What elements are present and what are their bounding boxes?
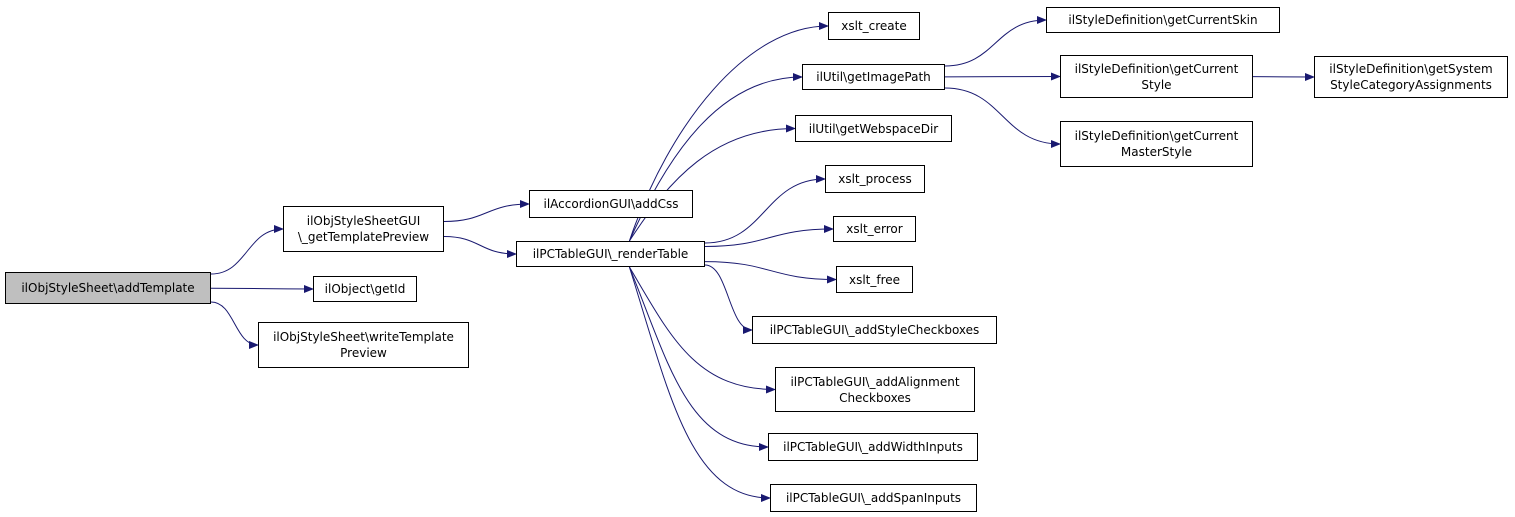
node-write-template-preview[interactable]: ilObjStyleSheet\writeTemplate Preview [258, 322, 469, 368]
edge-add-template-to-write-template-preview [210, 301, 259, 349]
node-xslt-process[interactable]: xslt_process [825, 165, 925, 193]
edge-add-template-to-get-id [210, 284, 314, 293]
edge-get-template-preview-to-add-css [443, 200, 530, 222]
node-label: ilStyleDefinition\getSystem StyleCategor… [1329, 62, 1493, 92]
node-get-current-master-style[interactable]: ilStyleDefinition\getCurrent MasterStyle [1060, 121, 1253, 167]
node-label: ilAccordionGUI\addCss [543, 197, 679, 211]
node-render-table[interactable]: ilPCTableGUI\_renderTable [516, 241, 705, 267]
edge-render-table-to-xslt-error [704, 225, 834, 247]
edge-render-table-to-add-style-checkboxes [704, 264, 753, 334]
node-get-image-path[interactable]: ilUtil\getImagePath [802, 64, 945, 90]
node-label: ilPCTableGUI\_addSpanInputs [785, 491, 962, 505]
edge-render-table-to-add-span-inputs [628, 266, 771, 502]
edge-get-image-path-to-get-current-master-style [944, 87, 1061, 148]
node-get-system-style-category-assignments[interactable]: ilStyleDefinition\getSystem StyleCategor… [1314, 56, 1508, 98]
node-label: ilUtil\getImagePath [816, 70, 931, 84]
node-label: ilPCTableGUI\_addAlignment Checkboxes [790, 374, 960, 405]
node-label: ilStyleDefinition\getCurrent MasterStyle [1074, 129, 1239, 159]
node-label: xslt_create [841, 19, 907, 33]
node-xslt-error[interactable]: xslt_error [833, 216, 916, 242]
edge-render-table-to-xslt-process [704, 175, 826, 244]
node-add-alignment-checkboxes[interactable]: ilPCTableGUI\_addAlignment Checkboxes [775, 367, 975, 412]
edge-render-table-to-add-alignment-checkboxes [628, 266, 776, 394]
node-get-current-style[interactable]: ilStyleDefinition\getCurrent Style [1060, 55, 1253, 98]
node-label: ilStyleDefinition\getCurrent Style [1074, 61, 1239, 92]
node-add-span-inputs[interactable]: ilPCTableGUI\_addSpanInputs [770, 484, 977, 512]
node-label: ilStyleDefinition\getCurrentSkin [1068, 13, 1258, 27]
node-label: ilObjStyleSheet\addTemplate [21, 281, 195, 295]
node-label: xslt_error [846, 222, 903, 236]
edge-get-template-preview-to-render-table [443, 236, 517, 258]
node-label: xslt_free [848, 272, 901, 287]
edge-render-table-to-get-webspace-dir [628, 124, 796, 242]
node-get-id[interactable]: ilObject\getId [313, 276, 417, 302]
node-label: ilPCTableGUI\_addStyleCheckboxes [769, 323, 980, 337]
node-xslt-create[interactable]: xslt_create [828, 12, 920, 40]
node-add-css[interactable]: ilAccordionGUI\addCss [529, 190, 693, 218]
node-add-template: ilObjStyleSheet\addTemplate [5, 272, 211, 304]
node-get-current-skin[interactable]: ilStyleDefinition\getCurrentSkin [1046, 7, 1280, 33]
edge-add-template-to-get-template-preview [210, 225, 284, 275]
node-get-template-preview[interactable]: ilObjStyleSheetGUI \_getTemplatePreview [283, 206, 444, 252]
node-label: ilUtil\getWebspaceDir [808, 121, 939, 136]
node-xslt-free[interactable]: xslt_free [836, 266, 913, 293]
node-label: ilPCTableGUI\_addWidthInputs [783, 440, 963, 454]
edge-render-table-to-xslt-free [704, 261, 837, 284]
node-label: xslt_process [838, 172, 912, 186]
node-get-webspace-dir[interactable]: ilUtil\getWebspaceDir [795, 115, 952, 142]
node-add-width-inputs[interactable]: ilPCTableGUI\_addWidthInputs [768, 433, 978, 461]
node-label: ilObject\getId [324, 282, 406, 296]
node-label: ilObjStyleSheet\writeTemplate Preview [273, 330, 454, 360]
node-label: ilPCTableGUI\_renderTable [532, 247, 689, 261]
edge-render-table-to-add-width-inputs [628, 266, 769, 451]
edge-get-image-path-to-get-current-skin [944, 16, 1047, 67]
node-add-style-checkboxes[interactable]: ilPCTableGUI\_addStyleCheckboxes [752, 316, 997, 344]
node-label: ilObjStyleSheetGUI \_getTemplatePreview [297, 214, 430, 244]
